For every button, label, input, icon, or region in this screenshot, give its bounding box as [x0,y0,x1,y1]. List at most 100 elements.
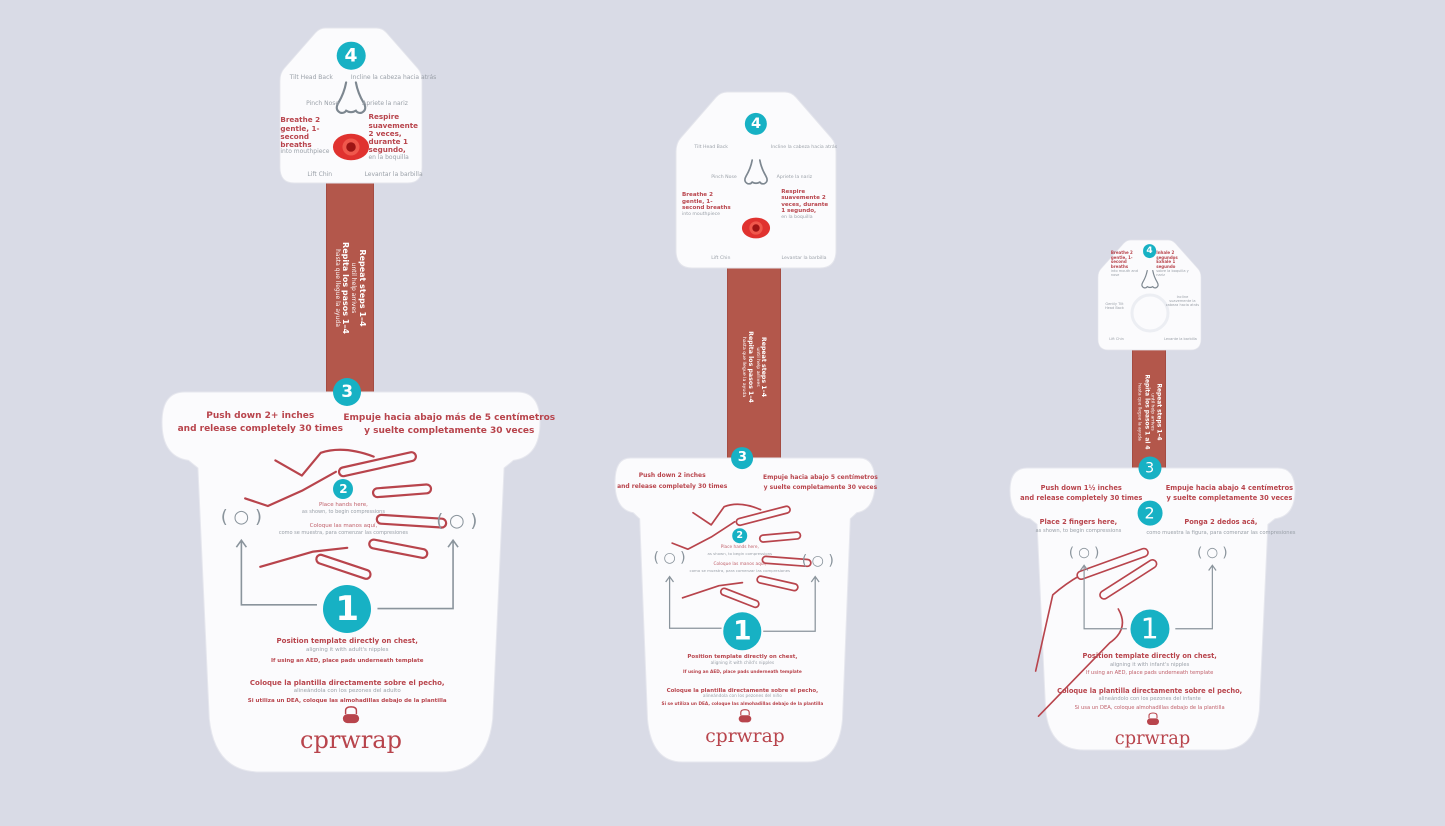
step2-en: Place 2 fingers here, [1039,517,1118,526]
pinch-es: Apriete la nariz [776,174,813,180]
lift-en: Lift Chin [1109,336,1124,341]
tilt-en: Gently Tilt Head Back [1104,301,1124,310]
step1-es-sub: alineándola con los pezones del niño [702,694,782,700]
step2-en-sub: as shown, to begin compressions [301,508,385,515]
step3-es-1: Empuje hacia abajo 5 centímetros [762,473,878,481]
lift-en: Lift Chin [711,255,731,261]
nipple-target-right: ( ○ ) [1197,545,1228,561]
tilt-es: Incline la cabeza hacia atrás [350,73,437,81]
breathe-es-sub: en la boquilla [781,214,813,220]
step1-aed: If using an AED, place pads underneath t… [1085,670,1214,677]
cprwrap-logo: cprwrap [1114,728,1191,749]
step3-es-1: Empuje hacia abajo 4 centímetros [1165,483,1294,492]
cprwrap-bag-logo-icon [342,706,360,724]
tilt-en: Tilt Head Back [694,144,728,150]
face-shield-outline [279,27,423,184]
mouthpiece-valve [332,134,370,161]
step-3-badge: 3 [333,378,362,406]
finger-5-fill [721,589,758,607]
step1-dea: Si utiliza un DEA, coloque las almohadil… [247,697,447,704]
nose-icon [335,81,367,115]
finger-2-fill [1100,560,1156,599]
step3-es-1: Empuje hacia abajo más de 5 centímetros [343,412,556,423]
nipple-target-right: ( ○ ) [801,553,834,570]
chest-template-outline [1009,467,1296,751]
lift-en: Lift Chin [307,171,333,179]
breathe-en-sub: into mouth and nose [1110,269,1139,278]
breathe-en-main: Breathe 2 gentle, 1-second breaths [280,115,321,150]
step3-en-1: Push down 1½ inches [1040,483,1122,492]
breathe-es-sub: sobre la boquilla y nariz [1156,269,1189,278]
breathe-es-main: Respire suavemente 2 veces, durante 1 se… [781,188,829,215]
bag-handle [1147,712,1158,719]
step2-en-sub: as shown, to begin compressions [707,551,773,557]
bag-handle [740,709,750,716]
step-2-badge: 2 [1137,500,1163,526]
tilt-es: Incline la cabeza hacia atrás [770,144,838,150]
step2-en: Place hands here, [720,545,759,551]
step3-en-1: Push down 2+ inches [206,411,315,421]
tilt-es: Incline suavemente la cabeza hacia atrás [1165,295,1200,308]
bag-handle [344,706,358,715]
step1-aed: If using an AED, place pads underneath t… [683,669,802,675]
mouth-nose-zone [1130,293,1169,333]
chest-template-outline [614,457,876,763]
chest-template-outline [161,391,541,773]
nipple-target-right: ( ○ ) [436,510,478,532]
step-4-badge: 4 [336,41,366,71]
breathe-es-main: Respire suavemente 2 veces, durante 1 se… [368,112,419,155]
step3-es-2: y suelte completamente 30 veces [763,484,878,492]
breathe-en-main: Breathe 2 gentle, 1-second breaths [682,192,731,212]
strap-es-sub: hasta que llegue la ayuda [1136,383,1142,441]
step1-en: Position template directly on chest, [687,654,798,661]
finger-1-fill [1077,549,1148,579]
step1-aed: If using an AED, place pads underneath t… [270,658,424,664]
step-1-badge: 1 [723,612,762,650]
right-arrow [1175,564,1217,630]
bag-body [1146,718,1159,725]
nose-outline [744,159,768,185]
step-2-badge: 2 [333,478,354,499]
finger-2-fill [374,485,430,496]
step1-dea: Si se utiliza un DEA, coloque las almoha… [661,701,824,707]
cprwrap-logo: cprwrap [705,725,785,747]
step2-es: Coloque las manos aquí, [713,561,767,567]
lift-es: Levantar la barbilla [364,171,423,179]
finger-1-fill [737,507,790,525]
step1-en-sub: aligning it with infant's nipples [1109,661,1190,668]
nipple-target-left: ( ○ ) [653,550,686,567]
step3-en-2: and release completely 30 times [1020,493,1143,502]
step3-en-2: and release completely 30 times [177,424,343,435]
step1-es: Coloque la plantilla directamente sobre … [249,678,445,687]
finger-5-fill [317,555,370,578]
step1-es: Coloque la plantilla directamente sobre … [666,687,819,694]
right-arrow [763,575,820,632]
lift-es: Levantar la barbilla [781,255,827,261]
zone-circle [1130,293,1169,333]
breathe-es-sub: en la boquilla [368,153,409,161]
tilt-en: Tilt Head Back [289,73,333,81]
mouthpiece-valve [741,217,771,238]
step1-en: Position template directly on chest, [276,637,418,646]
chest-template-art [161,391,541,773]
right-arrow [377,538,459,610]
step-4-badge: 4 [1142,244,1157,258]
step2-es: Coloque las manos aquí, [309,523,378,530]
pinch-es: Apriete la nariz [362,99,408,107]
step3-es-2: y suelte completamente 30 veces [364,426,535,437]
step1-en-sub: aligning it with adult's nipples [305,646,389,653]
step1-es-sub: alineándola con los pezones del adulto [293,688,401,695]
cprwrap-logo: cprwrap [300,726,402,755]
